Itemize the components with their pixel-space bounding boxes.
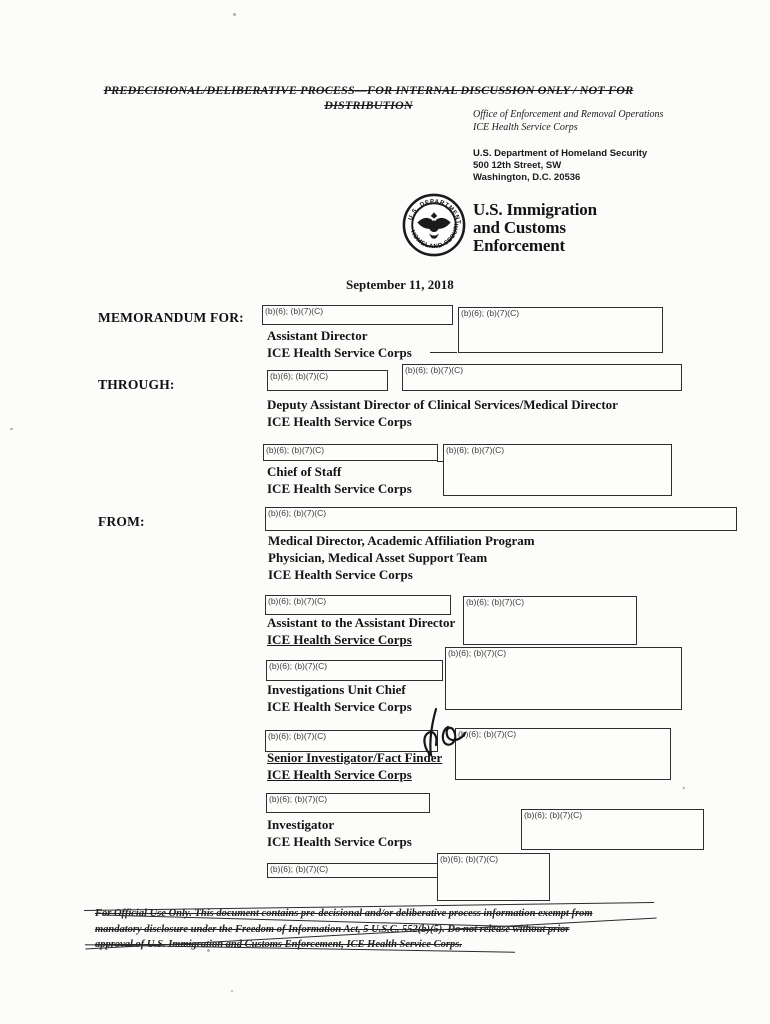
from-medical-director: Medical Director, Academic Affiliation P… — [268, 532, 535, 583]
org-line: ICE Health Service Corps — [267, 699, 412, 714]
redaction-label: (b)(6); (b)(7)(C) — [270, 864, 329, 874]
title-line: Investigations Unit Chief — [267, 682, 406, 697]
redaction-label: (b)(6); (b)(7)(C) — [524, 810, 583, 820]
redaction-box: (b)(6); (b)(7)(C) — [267, 863, 438, 878]
scan-speck — [207, 949, 210, 952]
redaction-box: (b)(6); (b)(7)(C) — [463, 596, 637, 645]
memo-date: September 11, 2018 — [346, 277, 454, 292]
org-line: ICE Health Service Corps — [268, 567, 413, 582]
redaction-label: (b)(6); (b)(7)(C) — [270, 371, 329, 381]
dash-rule — [430, 352, 457, 353]
scan-speck — [10, 428, 13, 430]
fouo-footer: For Official Use Only. This document con… — [95, 906, 593, 953]
redaction-box: (b)(6); (b)(7)(C) — [265, 507, 737, 531]
redaction-box: (b)(6); (b)(7)(C) — [458, 307, 663, 353]
title-line: Assistant to the Assistant Director — [267, 615, 456, 630]
redaction-label: (b)(6); (b)(7)(C) — [265, 306, 324, 316]
redaction-label: (b)(6); (b)(7)(C) — [446, 445, 505, 455]
letterhead-office-line1: Office of Enforcement and Removal Operat… — [473, 109, 664, 120]
letterhead-address1: 500 12th Street, SW — [473, 160, 562, 171]
redaction-box: (b)(6); (b)(7)(C) — [265, 730, 438, 752]
recipient-assistant-director: Assistant Director ICE Health Service Co… — [267, 327, 412, 361]
through-deputy-assistant-director: Deputy Assistant Director of Clinical Se… — [267, 396, 618, 430]
title-line: Medical Director, Academic Affiliation P… — [268, 533, 535, 548]
wordmark-line1: U.S. Immigration — [473, 200, 597, 219]
classification-line2: DISTRIBUTION — [324, 98, 413, 112]
letterhead-office-block: Office of Enforcement and Removal Operat… — [473, 109, 663, 134]
letterhead-office-line2: ICE Health Service Corps — [473, 121, 578, 133]
handwritten-mark — [418, 705, 470, 766]
classification-line1: PREDECISIONAL/DELIBERATIVE PROCESS—FOR I… — [103, 83, 634, 97]
redaction-label: (b)(6); (b)(7)(C) — [268, 596, 327, 606]
scan-speck — [231, 990, 233, 992]
wordmark-line2: and Customs — [473, 218, 566, 237]
redaction-box: (b)(6); (b)(7)(C) — [263, 444, 438, 461]
redaction-box: (b)(6); (b)(7)(C) — [445, 647, 682, 710]
redaction-label: (b)(6); (b)(7)(C) — [266, 445, 325, 455]
title-line: Chief of Staff — [267, 464, 342, 479]
wordmark-line3: Enforcement — [473, 236, 565, 255]
redaction-box: (b)(6); (b)(7)(C) — [521, 809, 704, 850]
redaction-box: (b)(6); (b)(7)(C) — [266, 793, 430, 813]
footer-line1: For Official Use Only. This document con… — [95, 908, 593, 919]
classification-banner: PREDECISIONAL/DELIBERATIVE PROCESS—FOR I… — [100, 83, 637, 113]
redaction-label: (b)(6); (b)(7)(C) — [269, 794, 328, 804]
redaction-box: (b)(6); (b)(7)(C) — [443, 444, 672, 496]
redaction-box: (b)(6); (b)(7)(C) — [402, 364, 682, 391]
title-line: Assistant Director — [267, 328, 368, 343]
redaction-label: (b)(6); (b)(7)(C) — [268, 731, 327, 741]
org-line: ICE Health Service Corps — [267, 767, 412, 782]
redaction-label: (b)(6); (b)(7)(C) — [269, 661, 328, 671]
from-investigations-unit-chief: Investigations Unit Chief ICE Health Ser… — [267, 681, 412, 715]
stray-apostrophe-mark: ' — [683, 786, 685, 797]
dhs-seal-icon: U.S. DEPARTMENT OF HOMELAND SECURITY — [399, 188, 466, 257]
redaction-label: (b)(6); (b)(7)(C) — [405, 365, 464, 375]
redaction-label: (b)(6); (b)(7)(C) — [268, 508, 327, 518]
redaction-label: (b)(6); (b)(7)(C) — [440, 854, 499, 864]
redaction-label: (b)(6); (b)(7)(C) — [458, 729, 517, 739]
redaction-box: (b)(6); (b)(7)(C) — [437, 853, 550, 901]
letterhead-department-block: U.S. Department of Homeland Security 500… — [473, 148, 647, 184]
footer-line2: mandatory disclosure under the Freedom o… — [95, 923, 570, 935]
org-line: ICE Health Service Corps — [267, 414, 412, 429]
connector-rule — [437, 461, 446, 462]
title-line: Investigator — [267, 817, 335, 832]
redaction-box: (b)(6); (b)(7)(C) — [455, 728, 671, 780]
footer-line3: approval of U.S. Immigration and Customs… — [95, 939, 462, 950]
from-label: FROM: — [98, 514, 145, 529]
through-label: THROUGH: — [98, 377, 175, 392]
title-line2: Physician, Medical Asset Support Team — [268, 550, 488, 565]
org-line: ICE Health Service Corps — [267, 834, 412, 849]
redaction-label: (b)(6); (b)(7)(C) — [448, 648, 507, 658]
org-line: ICE Health Service Corps — [267, 481, 412, 496]
letterhead-department: U.S. Department of Homeland Security — [473, 148, 648, 159]
redaction-label: (b)(6); (b)(7)(C) — [466, 597, 525, 607]
org-line: ICE Health Service Corps — [267, 632, 412, 647]
redaction-box: (b)(6); (b)(7)(C) — [267, 370, 388, 391]
redaction-box: (b)(6); (b)(7)(C) — [262, 305, 453, 325]
letterhead-address2: Washington, D.C. 20536 — [473, 172, 581, 183]
title-line: Deputy Assistant Director of Clinical Se… — [267, 397, 618, 412]
seal-eagle-glyph — [417, 212, 451, 239]
from-senior-investigator: Senior Investigator/Fact Finder ICE Heal… — [267, 749, 442, 783]
scan-speck — [233, 13, 236, 16]
memorandum-for-label: MEMORANDUM FOR: — [98, 310, 244, 325]
agency-wordmark: U.S. Immigration and Customs Enforcement — [473, 201, 597, 255]
org-line: ICE Health Service Corps — [267, 345, 412, 360]
from-investigator: Investigator ICE Health Service Corps — [267, 816, 412, 850]
through-chief-of-staff: Chief of Staff ICE Health Service Corps — [267, 463, 412, 497]
from-assistant-to-assistant-director: Assistant to the Assistant Director ICE … — [267, 614, 455, 648]
title-line: Senior Investigator/Fact Finder — [267, 750, 443, 765]
redaction-label: (b)(6); (b)(7)(C) — [461, 308, 520, 318]
redaction-box: (b)(6); (b)(7)(C) — [265, 595, 451, 615]
redaction-box: (b)(6); (b)(7)(C) — [266, 660, 443, 681]
